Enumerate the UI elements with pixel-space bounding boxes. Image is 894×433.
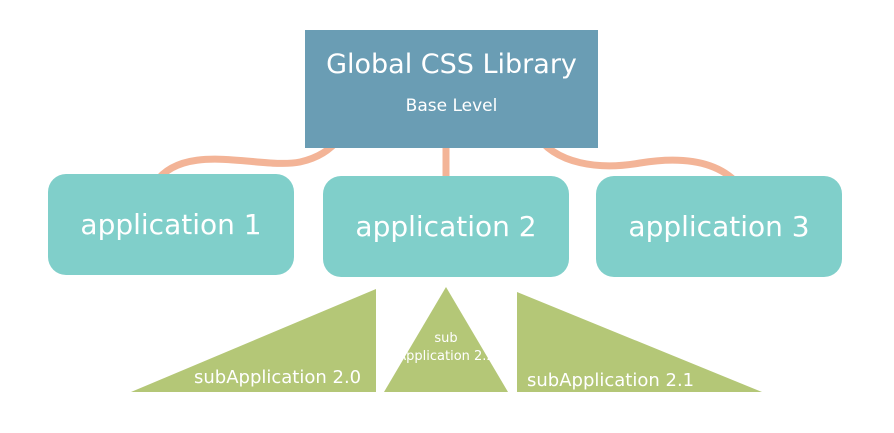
root-subtitle: Base Level — [405, 96, 498, 116]
application-3-label: application 3 — [628, 210, 810, 243]
application-2-box: application 2 — [323, 176, 569, 277]
sub-application-2-1-shape — [517, 292, 762, 392]
application-3-box: application 3 — [596, 176, 842, 277]
connector-root-to-app3 — [531, 129, 741, 187]
application-1-label: application 1 — [80, 208, 262, 241]
sub-application-2-1-label: subApplication 2.1 — [527, 370, 695, 391]
sub-application-2-0-shape — [131, 289, 376, 392]
sub-application-2-0-label: subApplication 2.0 — [194, 367, 362, 388]
connector-root-to-app1 — [151, 134, 344, 187]
sub-application-2-2-label: sub Application 2.2 — [397, 331, 495, 364]
root-title: Global CSS Library — [326, 49, 577, 80]
global-css-library-box: Global CSS Library Base Level — [305, 30, 598, 148]
application-2-label: application 2 — [355, 210, 537, 243]
application-1-box: application 1 — [48, 174, 294, 275]
sub-application-2-2-shape — [384, 287, 508, 392]
